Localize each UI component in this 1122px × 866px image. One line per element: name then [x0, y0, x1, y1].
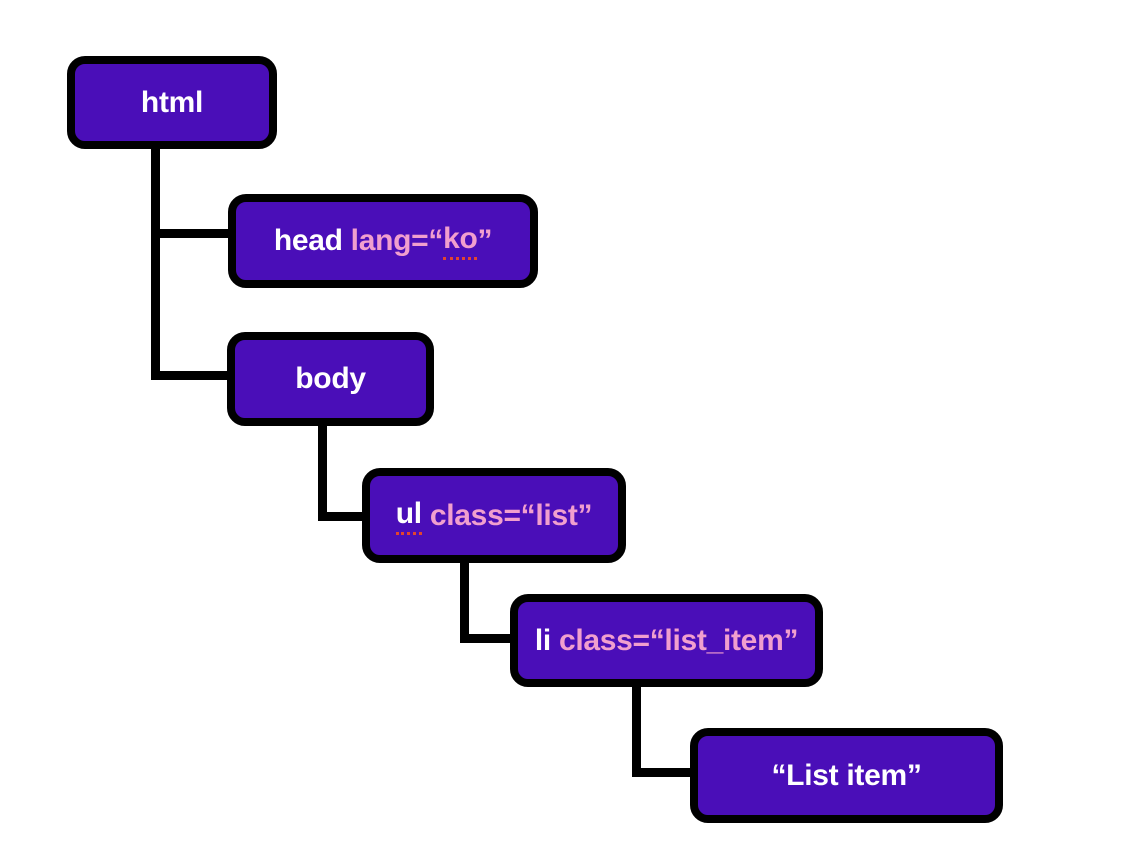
connector-list-item-branch [632, 768, 690, 777]
node-li-attr-label: class=“list_item” [558, 623, 799, 657]
node-html-label: html [140, 85, 204, 119]
node-li-tag-label: li [534, 623, 559, 657]
node-head-attr-label: lang=“ [350, 224, 444, 257]
connector-head-branch [151, 229, 228, 238]
node-li: li class=“list_item” [510, 594, 823, 687]
connector-ul-vertical [460, 561, 469, 643]
node-ul-attr-label: class=“list” [421, 498, 593, 532]
connector-ul-branch [318, 512, 362, 521]
node-head: head lang=“ko” [228, 194, 538, 288]
connector-li-vertical [632, 685, 641, 777]
connector-html-vertical [151, 146, 160, 380]
node-body-label: body [295, 362, 366, 395]
node-body: body [227, 332, 434, 426]
node-head-attr-close-quote: ” [477, 224, 493, 257]
node-list-item-text: “List item” [690, 728, 1003, 823]
connector-body-vertical [318, 424, 327, 521]
node-html: html [67, 56, 277, 149]
node-head-attr-value: ko [443, 222, 478, 260]
node-list-item-text-label: “List item” [771, 758, 922, 792]
node-ul: ul class=“list” [362, 468, 626, 563]
connector-body-branch [151, 371, 227, 380]
node-head-tag-label: head [273, 224, 351, 257]
connector-li-branch [460, 634, 510, 643]
node-ul-tag-label: ul [395, 497, 422, 535]
